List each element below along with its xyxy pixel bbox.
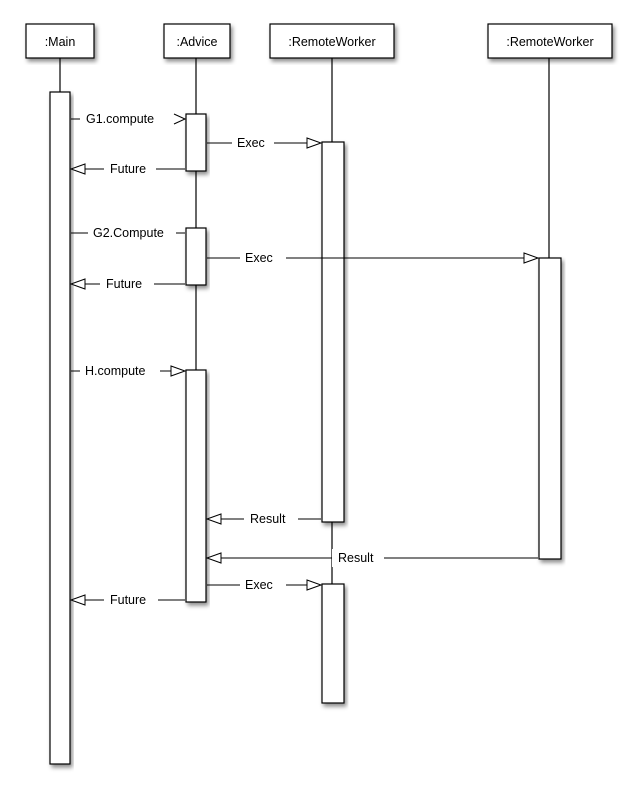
message-result-1: Result <box>205 510 321 528</box>
message-g1-compute: G1.compute <box>71 110 187 128</box>
message-label: Result <box>250 512 286 526</box>
participant-advice: :Advice <box>163 23 231 59</box>
message-label: Result <box>338 551 374 565</box>
activation-advice-3 <box>185 369 207 603</box>
message-exec-1: Exec <box>207 134 323 152</box>
message-exec-2: Exec <box>207 249 540 267</box>
participant-remoteworker-2-label: :RemoteWorker <box>506 35 593 49</box>
message-future-1: Future <box>69 160 185 178</box>
activation-remoteworker-2 <box>538 257 562 560</box>
message-label: Future <box>110 593 146 607</box>
participant-remoteworker-1: :RemoteWorker <box>269 23 395 59</box>
message-label: H.compute <box>85 364 145 378</box>
message-label: Future <box>106 277 142 291</box>
message-future-3: Future <box>69 591 185 609</box>
message-exec-3: Exec <box>207 576 323 594</box>
message-label: G2.Compute <box>93 226 164 240</box>
activation-remoteworker-1-b <box>321 583 345 704</box>
message-label: Exec <box>245 251 273 265</box>
participant-main: :Main <box>25 23 95 59</box>
message-future-2: Future <box>69 275 185 293</box>
message-result-2: Result <box>205 549 538 567</box>
message-g2-compute: G2.Compute <box>71 224 185 242</box>
participant-advice-label: :Advice <box>177 35 218 49</box>
activation-advice-2 <box>185 227 207 286</box>
message-h-compute: H.compute <box>71 362 187 380</box>
activation-advice-1 <box>185 113 207 172</box>
activation-remoteworker-1-a <box>321 141 345 523</box>
activation-main <box>49 91 71 765</box>
participant-remoteworker-2: :RemoteWorker <box>487 23 613 59</box>
participant-main-label: :Main <box>45 35 76 49</box>
participant-remoteworker-1-label: :RemoteWorker <box>288 35 375 49</box>
message-label: Exec <box>237 136 265 150</box>
message-label: Exec <box>245 578 273 592</box>
message-label: Future <box>110 162 146 176</box>
message-label: G1.compute <box>86 112 154 126</box>
